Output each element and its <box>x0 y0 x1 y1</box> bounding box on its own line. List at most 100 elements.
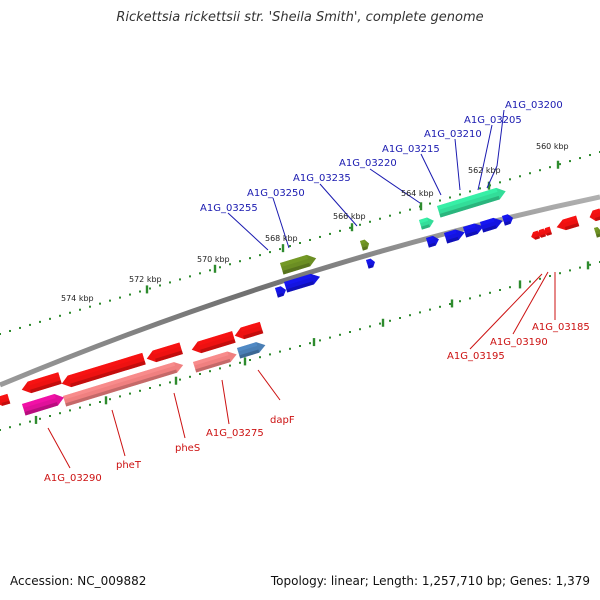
gene-feature <box>366 258 375 269</box>
gene-feature <box>21 372 62 394</box>
gene-label: A1G_03210 <box>424 129 482 140</box>
feature-highlight <box>0 393 9 400</box>
minor-tick <box>289 347 291 350</box>
callout-line <box>47 427 71 469</box>
minor-tick <box>9 329 11 332</box>
minor-tick <box>29 420 31 423</box>
minor-tick <box>509 178 511 181</box>
accession-text: Accession: NC_009882 <box>10 574 147 588</box>
minor-tick <box>309 238 311 241</box>
major-tick <box>487 181 491 190</box>
callout-line <box>173 392 186 439</box>
scale-label: 568 kbp <box>265 234 298 243</box>
feature-highlight <box>280 254 309 268</box>
minor-tick <box>359 223 361 226</box>
feature-shadow <box>540 234 546 238</box>
minor-tick <box>89 305 91 308</box>
feature-shadow <box>439 195 500 218</box>
gene-label: A1G_03200 <box>505 100 563 111</box>
gene-feature <box>22 394 64 416</box>
feature-highlight <box>63 362 176 400</box>
minor-tick <box>29 323 31 326</box>
minor-tick <box>499 289 501 291</box>
minor-tick <box>109 398 111 401</box>
minor-tick <box>289 245 291 248</box>
gene-feature <box>444 229 465 244</box>
minor-tick <box>419 311 421 314</box>
minor-tick <box>429 202 431 205</box>
minor-tick <box>589 154 591 157</box>
top-gene-labels: A1G_03200 A1G_03205 A1G_03210 A1G_03215 … <box>200 100 563 214</box>
minor-tick <box>239 260 241 263</box>
callout-line <box>227 212 269 251</box>
minor-tick <box>579 157 581 160</box>
minor-tick <box>389 214 391 217</box>
minor-tick <box>549 275 551 277</box>
minor-tick <box>449 303 451 305</box>
callout-line <box>221 379 230 425</box>
callout-line <box>319 183 358 227</box>
minor-tick <box>79 406 81 409</box>
minor-tick <box>379 322 381 325</box>
minor-tick <box>319 339 321 342</box>
scale-label: 562 kbp <box>468 166 501 175</box>
minor-tick <box>479 294 481 297</box>
minor-tick <box>139 290 141 293</box>
feature-highlight <box>463 223 476 231</box>
feature-shadow <box>70 360 146 388</box>
minor-tick <box>229 263 231 266</box>
major-tick <box>174 376 178 385</box>
feature-shadow <box>239 349 260 359</box>
feature-shadow <box>282 262 311 275</box>
callout-line <box>454 138 461 191</box>
gene-label: A1G_03275 <box>206 428 264 439</box>
minor-tick <box>149 387 151 389</box>
minor-tick <box>179 278 181 281</box>
minor-tick <box>69 311 71 314</box>
callout-line <box>257 369 281 401</box>
gene-feature <box>146 342 183 363</box>
gene-feature <box>426 235 439 248</box>
minor-tick <box>559 272 561 275</box>
feature-highlight <box>237 342 258 352</box>
minor-tick <box>389 319 391 322</box>
feature-shadow <box>482 225 497 233</box>
minor-tick <box>89 403 91 406</box>
minor-tick <box>519 175 521 178</box>
minor-tick <box>209 370 211 373</box>
callout-line <box>111 409 126 457</box>
gene-feature <box>594 226 600 238</box>
minor-tick <box>529 280 531 283</box>
feature-highlight <box>27 372 60 386</box>
minor-tick <box>0 333 1 335</box>
feature-shadow <box>30 380 62 394</box>
gene-feature <box>537 228 546 238</box>
feature-shadow <box>195 358 231 373</box>
minor-tick <box>259 356 261 359</box>
minor-tick <box>409 314 411 317</box>
gene-feature <box>284 273 321 293</box>
gene-label: A1G_03190 <box>490 337 548 348</box>
minor-tick <box>49 415 51 417</box>
minor-tick <box>219 367 221 370</box>
minor-tick <box>189 375 191 378</box>
callout-line <box>369 168 421 204</box>
gene-label: A1G_03250 <box>247 188 305 199</box>
minor-tick <box>469 190 471 193</box>
major-tick <box>281 244 285 253</box>
minor-tick <box>49 317 51 320</box>
minor-tick <box>369 325 371 328</box>
gene-label: A1G_03205 <box>464 115 522 126</box>
minor-tick <box>59 412 61 415</box>
minor-tick <box>569 269 571 272</box>
minor-tick <box>229 364 231 367</box>
feature-shadow <box>596 233 600 238</box>
callout-line <box>477 171 483 191</box>
callout-line <box>512 271 549 335</box>
minor-tick <box>319 235 321 238</box>
minor-tick <box>39 320 41 323</box>
map-title: Rickettsia rickettsii str. 'Sheila Smith… <box>116 10 484 25</box>
minor-tick <box>299 345 301 347</box>
feature-highlight <box>426 235 434 242</box>
major-tick <box>556 160 560 169</box>
